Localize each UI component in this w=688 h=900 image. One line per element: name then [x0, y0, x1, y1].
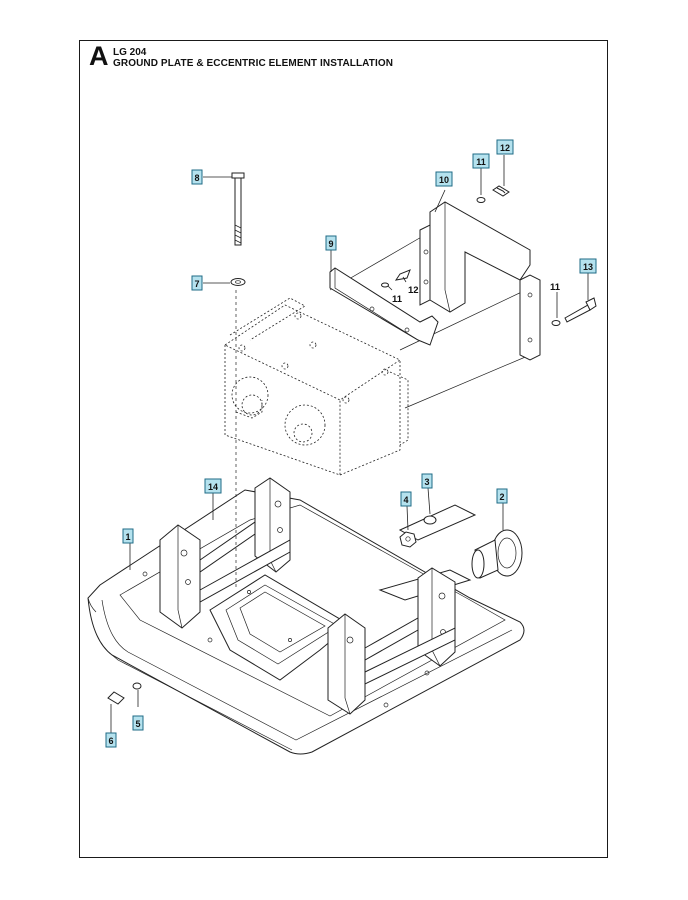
svg-text:1: 1 — [125, 532, 130, 542]
washer — [230, 278, 246, 286]
washer-upper — [476, 197, 486, 203]
bolt-small — [107, 691, 125, 705]
rubber-buffer — [471, 529, 523, 579]
callout-1: 1 — [122, 528, 134, 544]
callout-13: 13 — [579, 258, 597, 274]
svg-text:12: 12 — [500, 143, 510, 153]
eccentric-element-housing — [224, 297, 409, 476]
lock-washer — [423, 515, 437, 525]
washer-right — [551, 320, 561, 326]
svg-text:3: 3 — [424, 477, 429, 487]
model-name: LG 204 — [113, 47, 147, 58]
support-bracket — [329, 267, 439, 346]
svg-text:9: 9 — [328, 239, 333, 249]
belt-guard — [419, 201, 541, 361]
callout-10: 10 — [435, 171, 453, 187]
label-11-right: 11 — [550, 282, 561, 293]
mount-bracket-right-front — [327, 613, 366, 715]
screw-middle — [394, 269, 411, 281]
washer-middle — [381, 282, 389, 288]
screw-upper — [492, 185, 510, 197]
callout-14: 14 — [204, 478, 222, 494]
screw-right — [564, 297, 597, 323]
svg-text:6: 6 — [108, 736, 113, 746]
callout-4: 4 — [400, 491, 412, 507]
svg-text:13: 13 — [583, 262, 593, 272]
long-bolt — [231, 172, 245, 246]
ground-plate — [87, 489, 525, 755]
svg-text:11: 11 — [476, 157, 486, 167]
svg-text:10: 10 — [439, 175, 449, 185]
svg-text:2: 2 — [499, 492, 504, 502]
nut — [399, 531, 417, 548]
callout-11: 11 — [472, 153, 490, 169]
label-11-middle: 11 — [392, 294, 403, 305]
callout-7: 7 — [191, 275, 203, 291]
section-letter: A — [89, 41, 109, 71]
svg-text:5: 5 — [135, 719, 140, 729]
callout-5: 5 — [132, 715, 144, 731]
svg-text:8: 8 — [194, 173, 199, 183]
svg-text:4: 4 — [403, 495, 408, 505]
callout-6: 6 — [105, 732, 117, 748]
leader-lines — [110, 155, 589, 733]
callout-8: 8 — [191, 169, 203, 185]
label-12-middle: 12 — [408, 285, 419, 296]
svg-text:7: 7 — [194, 279, 199, 289]
drawing-frame — [79, 40, 608, 858]
mount-bracket-left-front — [159, 524, 201, 629]
callout-12: 12 — [496, 139, 514, 155]
svg-text:14: 14 — [208, 482, 218, 492]
diagram-title: GROUND PLATE & ECCENTRIC ELEMENT INSTALL… — [113, 58, 394, 69]
callout-3: 3 — [421, 473, 433, 489]
washer-small — [132, 682, 142, 690]
callout-2: 2 — [496, 488, 508, 504]
callout-9: 9 — [325, 235, 337, 251]
